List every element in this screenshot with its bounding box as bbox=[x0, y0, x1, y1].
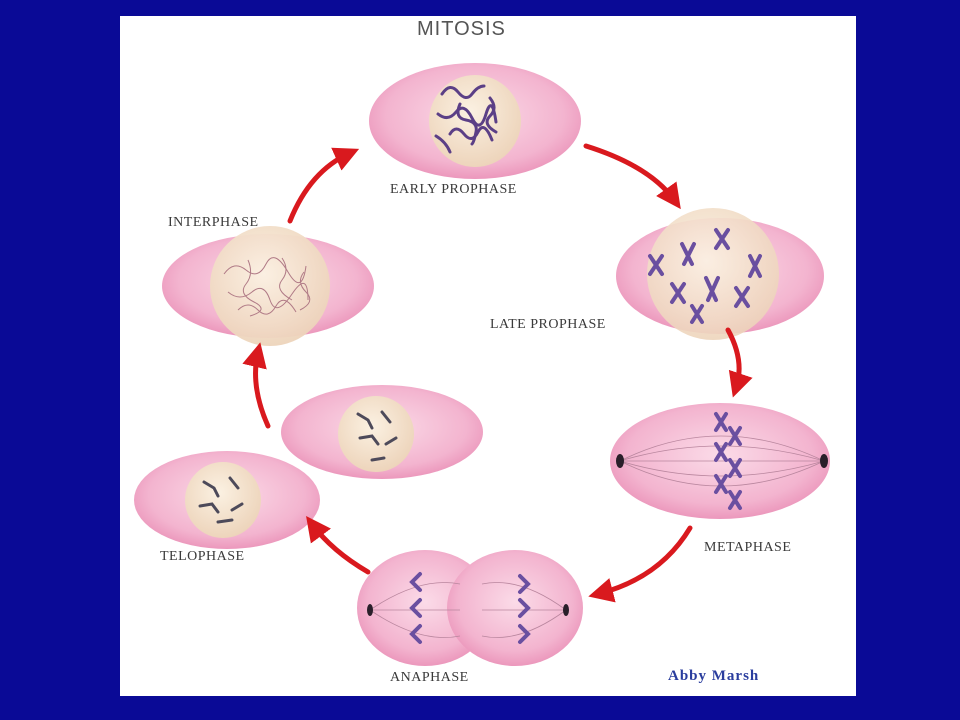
anaphase-cell bbox=[357, 550, 583, 666]
arrow-interphase-to-early bbox=[287, 147, 360, 224]
cycle-arrows bbox=[242, 143, 753, 603]
early-prophase-chromatin bbox=[434, 84, 498, 154]
metaphase-cell bbox=[610, 403, 830, 519]
arrow-anaphase-to-telophase bbox=[306, 515, 371, 575]
anaphase-centriole-right bbox=[563, 604, 569, 616]
centriole-right bbox=[820, 454, 828, 468]
interphase-chromatin bbox=[223, 257, 311, 317]
author-credit: Abby Marsh bbox=[668, 668, 760, 684]
label-telophase: TELOPHASE bbox=[160, 549, 245, 564]
early-prophase-cell bbox=[369, 63, 581, 179]
metaphase-chromosomes bbox=[714, 412, 742, 510]
arrow-early-to-late bbox=[583, 143, 681, 210]
anaphase-chromosomes bbox=[409, 572, 531, 644]
late-prophase-cell bbox=[616, 208, 824, 340]
label-interphase: INTERPHASE bbox=[168, 215, 259, 230]
telophase-cells bbox=[134, 385, 483, 549]
diagram-title: MITOSIS bbox=[417, 18, 506, 40]
arrow-late-to-metaphase bbox=[725, 327, 753, 398]
arrow-metaphase-to-anaphase bbox=[588, 525, 693, 603]
mitosis-cycle-diagram bbox=[134, 63, 830, 666]
label-early-prophase: EARLY PROPHASE bbox=[390, 182, 517, 197]
telophase-chromatin bbox=[198, 410, 398, 524]
arrow-telophase-to-interphase bbox=[242, 342, 271, 429]
centriole-left bbox=[616, 454, 624, 468]
anaphase-centriole-left bbox=[367, 604, 373, 616]
diagram-panel: MITOSIS EARLY PROPHASE LATE PROPHASE MET… bbox=[120, 16, 856, 696]
label-anaphase: ANAPHASE bbox=[390, 670, 469, 685]
interphase-cell bbox=[162, 226, 374, 346]
label-metaphase: METAPHASE bbox=[704, 540, 792, 555]
label-late-prophase: LATE PROPHASE bbox=[490, 317, 606, 332]
late-prophase-chromosomes bbox=[648, 228, 762, 324]
